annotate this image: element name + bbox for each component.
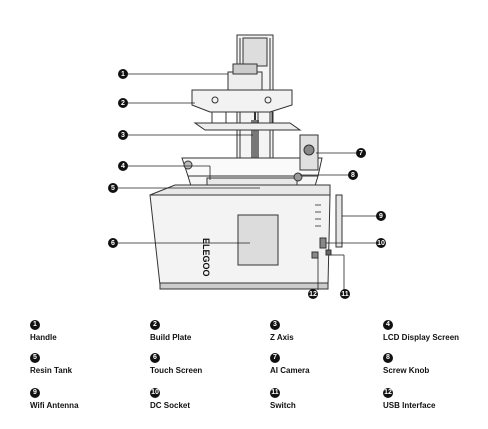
wifi-antenna — [335, 194, 343, 248]
legend-item-3: 3 Z Axis — [270, 313, 380, 342]
legend-badge: 7 — [270, 352, 280, 363]
legend-label: Touch Screen — [150, 366, 203, 375]
touch-screen-panel — [237, 214, 279, 266]
callout-12: 12 — [308, 289, 318, 299]
legend-item-4: 4 LCD Display Screen — [383, 313, 488, 342]
legend-label: DC Socket — [150, 401, 191, 410]
callout-11: 11 — [340, 289, 350, 299]
legend-item-1: 1 Handle — [30, 313, 140, 342]
callout-9: 9 — [376, 211, 386, 221]
screw-knob — [293, 172, 303, 182]
legend-label: Z Axis — [270, 333, 294, 342]
legend-badge: 2 — [150, 319, 160, 330]
legend-badge: 6 — [150, 352, 160, 363]
plate-bottom — [193, 122, 302, 131]
legend-item-5: 5 Resin Tank — [30, 346, 140, 375]
legend-badge: 12 — [383, 387, 393, 398]
build-plate — [191, 89, 293, 113]
printer-illustration: ELEGOO — [118, 34, 380, 290]
legend-label: LCD Display Screen — [383, 333, 460, 342]
legend-badge: 10 — [150, 387, 160, 398]
callout-5: 5 — [108, 183, 118, 193]
legend-label: Switch — [270, 401, 296, 410]
legend-badge: 8 — [383, 352, 393, 363]
legend-badge: 11 — [270, 387, 280, 398]
legend-item-11: 11 Switch — [270, 381, 380, 410]
legend-badge: 3 — [270, 319, 280, 330]
callout-2: 2 — [118, 98, 128, 108]
legend-item-10: 10 DC Socket — [150, 381, 260, 410]
callout-3: 3 — [118, 130, 128, 140]
legend-item-12: 12 USB Interface — [383, 381, 488, 410]
legend-badge: 9 — [30, 387, 40, 398]
callout-8: 8 — [348, 170, 358, 180]
callout-6: 6 — [108, 238, 118, 248]
dc-socket — [319, 237, 327, 249]
callout-10: 10 — [376, 238, 386, 248]
legend-label: Resin Tank — [30, 366, 73, 375]
legend-label: Wifi Antenna — [30, 401, 79, 410]
legend-label: Screw Knob — [383, 366, 430, 375]
legend-label: Handle — [30, 333, 57, 342]
callout-7: 7 — [356, 148, 366, 158]
legend-label: USB Interface — [383, 401, 436, 410]
legend-label: AI Camera — [270, 366, 310, 375]
usb-port — [311, 251, 319, 259]
legend-item-6: 6 Touch Screen — [150, 346, 260, 375]
legend-item-8: 8 Screw Knob — [383, 346, 488, 375]
legend-item-7: 7 AI Camera — [270, 346, 380, 375]
callout-1: 1 — [118, 69, 128, 79]
legend-badge: 4 — [383, 319, 393, 330]
printer-diagram: ELEGOO 1 2 3 4 5 6 7 8 9 10 11 12 — [108, 34, 386, 299]
legend-item-9: 9 Wifi Antenna — [30, 381, 140, 410]
switch — [325, 249, 332, 256]
callout-4: 4 — [118, 161, 128, 171]
legend-badge: 1 — [30, 319, 40, 330]
legend-badge: 5 — [30, 352, 40, 363]
brand-text: ELEGOO — [201, 238, 211, 277]
legend-label: Build Plate — [150, 333, 192, 342]
legend-item-2: 2 Build Plate — [150, 313, 260, 342]
